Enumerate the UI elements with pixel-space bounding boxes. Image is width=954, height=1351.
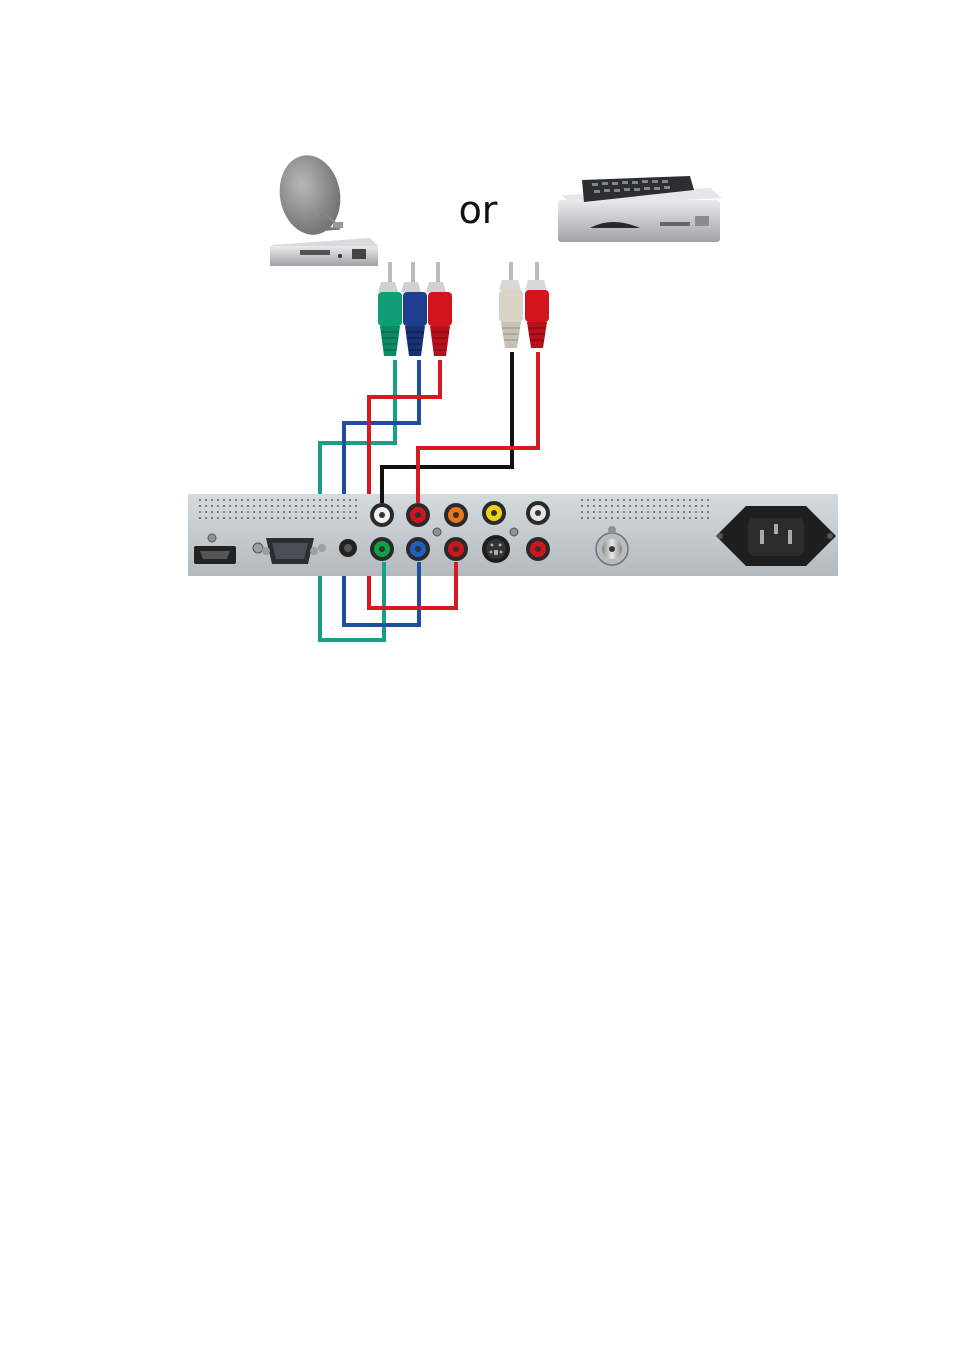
screw-icon xyxy=(433,528,441,536)
svideo-port-icon xyxy=(482,535,510,563)
red-audio-rca-plug xyxy=(525,262,549,348)
component-cable-plugs xyxy=(378,262,452,356)
screw-icon xyxy=(510,528,518,536)
rca-jack-blue xyxy=(406,537,430,561)
audio-cable-plugs xyxy=(499,262,549,348)
satellite-dish-icon xyxy=(274,150,347,239)
or-label: or xyxy=(459,188,498,232)
rca-jack-red-audio xyxy=(406,503,430,527)
rca-jack-red-component xyxy=(444,537,468,561)
black-audio-wire xyxy=(382,352,512,502)
green-rca-plug xyxy=(378,262,402,356)
rca-jack-white xyxy=(370,503,394,527)
blue-rca-plug xyxy=(401,262,427,356)
receiver-box-icon xyxy=(270,238,378,266)
rca-jack-white-2 xyxy=(526,501,550,525)
screw-icon xyxy=(253,543,263,553)
rca-jack-orange xyxy=(444,503,468,527)
tv-rear-panel xyxy=(188,494,838,576)
set-top-box-icon xyxy=(558,176,722,242)
red-rca-plug xyxy=(426,262,452,356)
rca-jack-red-2 xyxy=(526,537,550,561)
rca-jack-yellow xyxy=(482,501,506,525)
rca-jack-green xyxy=(370,537,394,561)
satellite-receiver-image xyxy=(270,150,378,266)
white-rca-plug xyxy=(499,262,523,348)
red-audio-wire xyxy=(418,352,538,502)
